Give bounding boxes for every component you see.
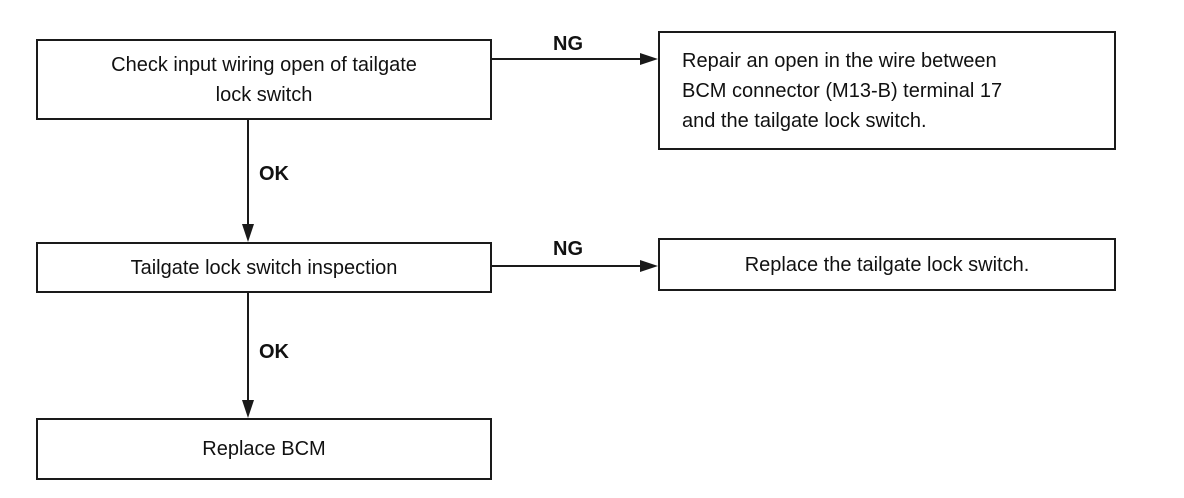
node-switch-inspection: Tailgate lock switch inspection: [36, 242, 492, 293]
edge-label-ok-2: OK: [259, 341, 289, 363]
node-check-input-wiring: Check input wiring open of tailgate lock…: [36, 39, 492, 120]
node-switch-inspection-text: Tailgate lock switch inspection: [130, 256, 398, 279]
node-replace-switch: Replace the tailgate lock switch.: [658, 238, 1116, 291]
arrowhead-inspection-to-replace-switch: [640, 260, 658, 272]
node-repair-wire: Repair an open in the wire between BCM c…: [658, 31, 1116, 150]
arrowhead-check-to-repair: [640, 53, 658, 65]
edge-label-ng-1: NG: [553, 33, 583, 55]
arrowhead-check-to-inspection: [242, 224, 254, 242]
node-repair-wire-text: Repair an open in the wire between BCM c…: [682, 49, 1003, 132]
node-replace-switch-text: Replace the tailgate lock switch.: [744, 253, 1030, 276]
edge-label-ok-1: OK: [259, 163, 289, 185]
node-check-input-wiring-text: Check input wiring open of tailgate lock…: [111, 53, 417, 106]
edge-label-ng-2: NG: [553, 238, 583, 260]
arrowhead-inspection-to-replace-bcm: [242, 400, 254, 418]
node-replace-bcm-text: Replace BCM: [202, 438, 326, 460]
node-replace-bcm: Replace BCM: [36, 418, 492, 480]
